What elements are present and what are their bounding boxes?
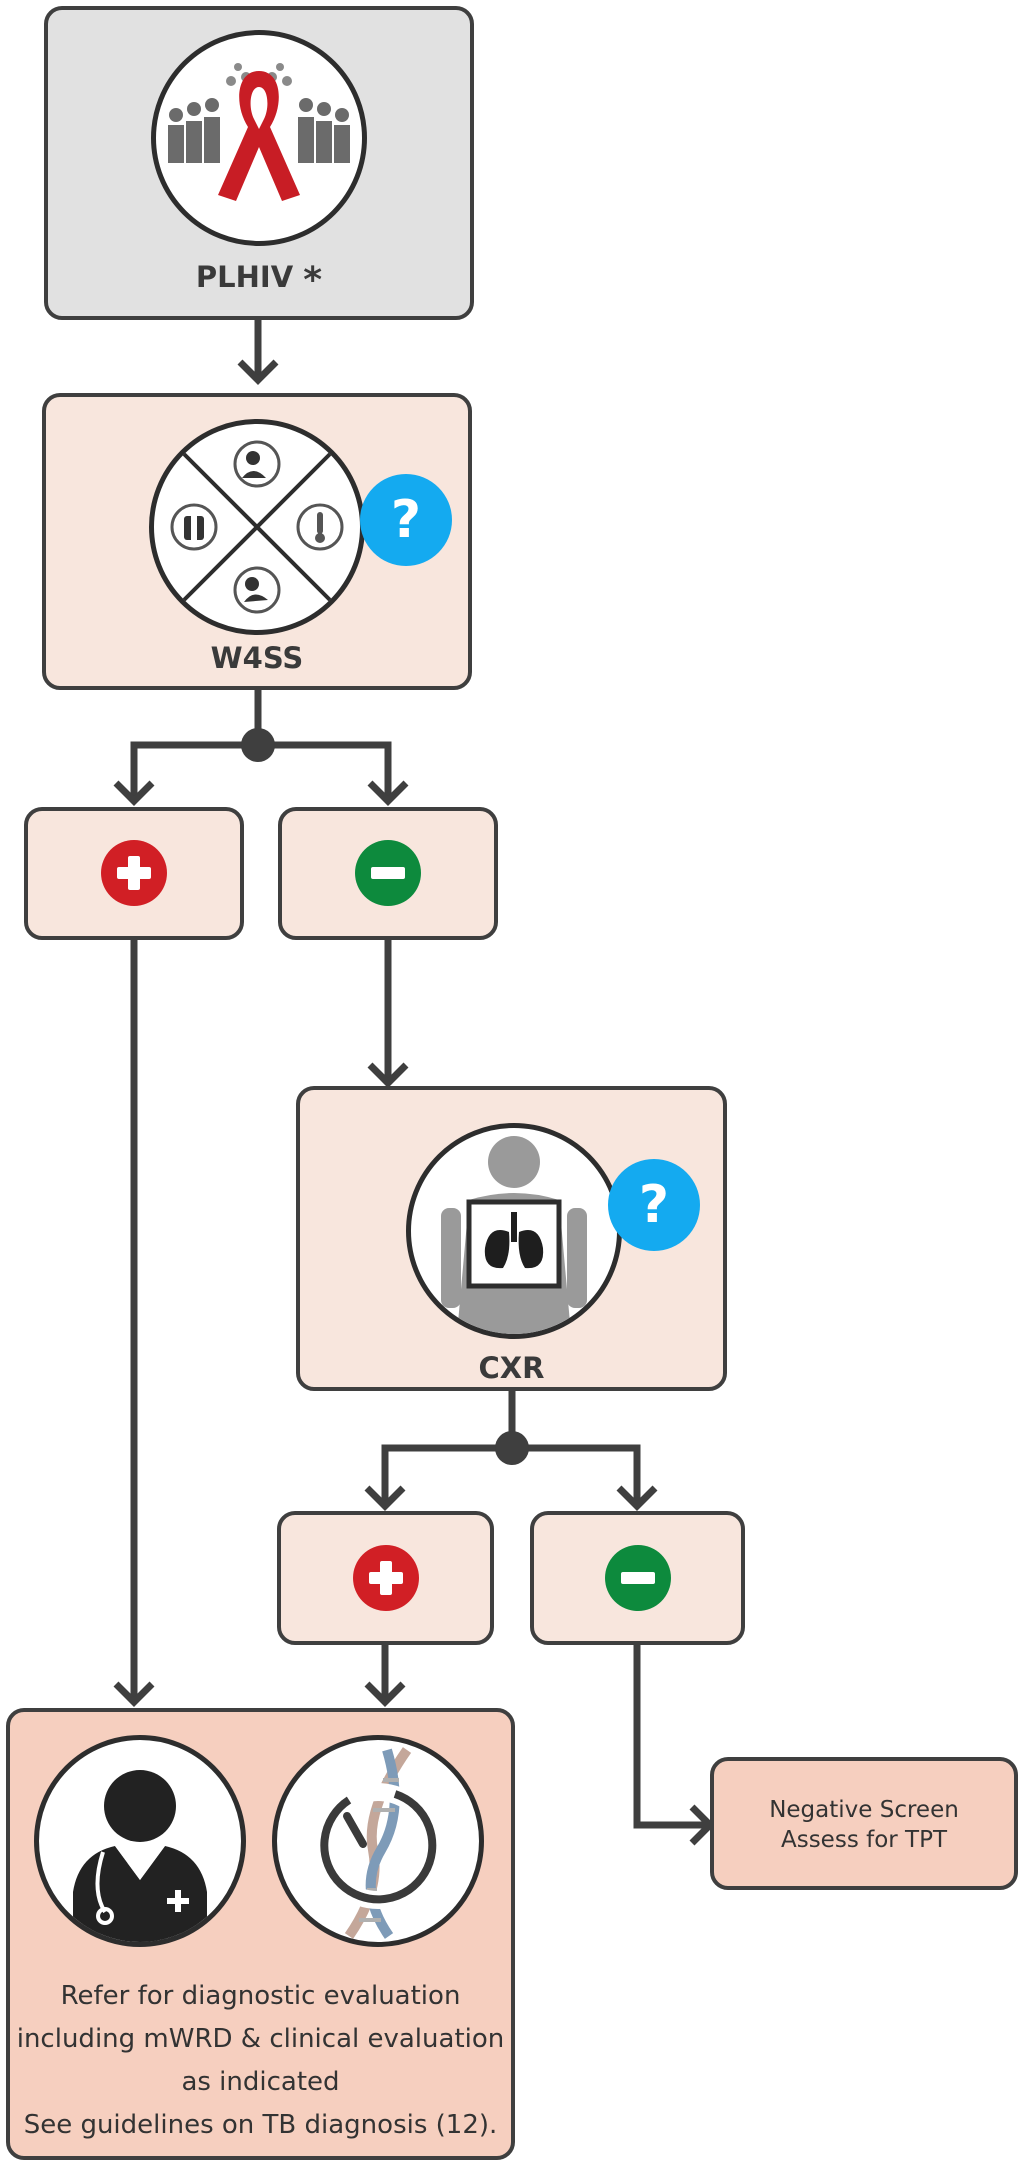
plhiv-label-row: PLHIV * [48,260,470,301]
minus-icon [355,840,421,906]
doctor-icon [34,1735,246,1947]
cxr-negative-node [530,1511,745,1645]
arrowhead-cxr-negative [616,1485,658,1511]
arrowhead-cxr [367,1062,409,1088]
four-symptom-screen-icon [149,419,365,635]
refer-text: Refer for diagnostic evaluation includin… [10,1975,511,2147]
refer-line2: including mWRD & clinical evaluation [16,2024,505,2054]
arrowhead-w4ss-negative [367,780,409,806]
arrowhead-w4ss-positive [113,780,155,806]
dna-test-icon [272,1735,484,1947]
plhiv-asterisk: * [303,260,323,301]
connector-cxr-negative-screen [633,1645,706,1829]
negative-screen-line1: Negative Screen [769,1797,959,1823]
junction-cxr [495,1431,529,1465]
fever-symptom-icon [296,503,344,551]
arrowhead-cxr-positive [364,1485,406,1511]
w4ss-node: ? W4SS [42,393,472,690]
plhiv-node: PLHIV * [44,6,474,320]
minus-icon [605,1545,671,1611]
cxr-node: ? CXR [296,1086,727,1391]
arrowhead-refer-right [364,1681,406,1707]
w4ss-help-button[interactable]: ? [360,474,452,566]
refer-line3: as indicated [181,2067,340,2097]
cxr-help-button[interactable]: ? [608,1159,700,1251]
plus-icon [353,1545,419,1611]
plhiv-label: PLHIV [195,260,294,294]
w4ss-label: W4SS [210,641,304,675]
negative-screen-line2: Assess for TPT [780,1827,948,1853]
cxr-positive-node [277,1511,494,1645]
junction-w4ss [241,728,275,762]
night-sweats-symptom-icon [170,503,218,551]
arrowhead-refer-left [113,1681,155,1707]
w4ss-negative-node [278,807,498,940]
weight-loss-symptom-icon [233,566,281,614]
cxr-label: CXR [478,1351,545,1385]
plus-icon [101,840,167,906]
people-with-ribbon-icon [151,30,367,246]
w4ss-positive-node [24,807,244,940]
arrowhead-w4ss [237,359,279,385]
negative-screen-node: Negative Screen Assess for TPT [710,1757,1018,1890]
negative-screen-text: Negative Screen Assess for TPT [714,1795,1014,1855]
refer-line4: See guidelines on TB diagnosis (12). [23,2110,498,2140]
refer-line1: Refer for diagnostic evaluation [60,1981,461,2011]
cough-symptom-icon [233,440,281,488]
chest-xray-icon [406,1123,622,1339]
refer-node: Refer for diagnostic evaluation includin… [6,1708,515,2160]
